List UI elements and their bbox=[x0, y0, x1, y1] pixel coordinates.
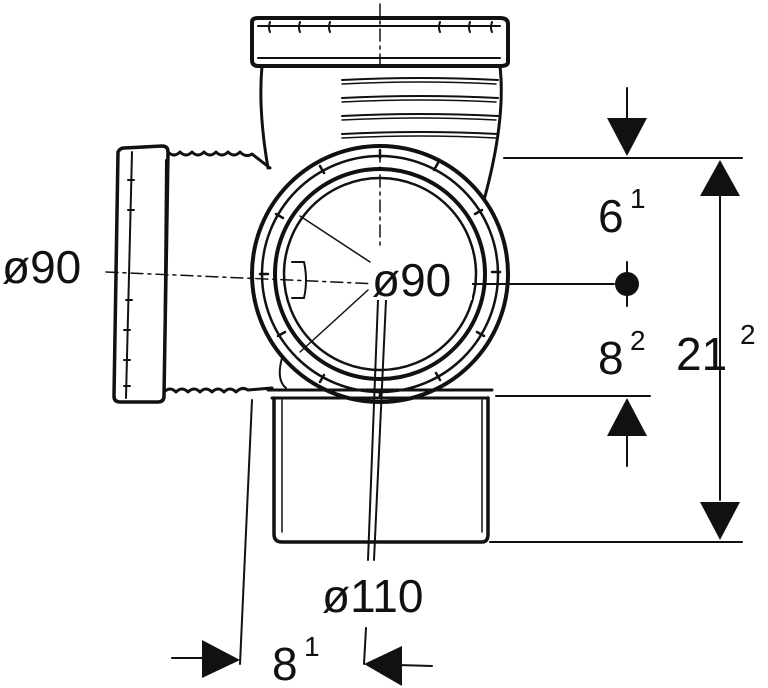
top-socket bbox=[250, 16, 510, 68]
dim-mid-sup: 2 bbox=[630, 325, 646, 356]
dim-total-label: 21 bbox=[676, 328, 727, 380]
dim-total-sup: 2 bbox=[740, 319, 756, 350]
dim-bottom-sup: 1 bbox=[304, 631, 320, 662]
side-outlet-diameter-label: ø90 bbox=[372, 254, 451, 306]
bottom-diameter-label: ø110 bbox=[322, 570, 423, 622]
dim-top-sup: 1 bbox=[630, 183, 646, 214]
dim-mid-label: 8 bbox=[598, 332, 624, 384]
arrow-heads bbox=[202, 118, 740, 686]
bottom-spigot bbox=[266, 388, 494, 544]
center-point bbox=[615, 272, 639, 296]
main-body bbox=[259, 64, 503, 202]
dimension-lines bbox=[171, 87, 743, 667]
dim-top-label: 6 bbox=[598, 190, 624, 242]
labels: ø90 ø90 ø110 6 1 8 2 21 2 8 1 bbox=[2, 183, 756, 688]
dim-bottom-label: 8 bbox=[272, 638, 298, 688]
left-branch bbox=[112, 144, 274, 404]
left-branch-diameter-label: ø90 bbox=[2, 241, 81, 293]
